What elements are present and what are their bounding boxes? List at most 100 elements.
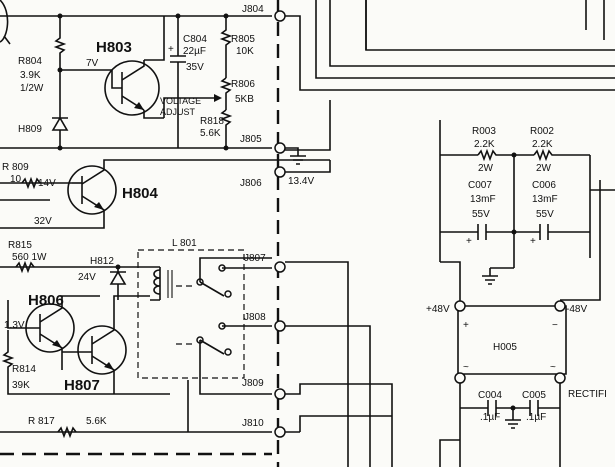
- block-right-wire: [560, 155, 615, 301]
- c006-plus: +: [530, 236, 536, 247]
- r805-value: 10K: [236, 46, 254, 57]
- harness-wire-top-right: [585, 0, 605, 40]
- harness-wire: [315, 0, 615, 79]
- r806-potentiometer: [219, 77, 233, 110]
- l801-label: L 801: [172, 238, 197, 249]
- c007-plus: +: [466, 236, 472, 247]
- c804-label: C804: [183, 34, 207, 45]
- c004-capacitor: [487, 400, 497, 416]
- relay-mechanical-link: [176, 285, 194, 345]
- h803-emitter-wire: [143, 110, 164, 119]
- h806-label: H806: [28, 292, 64, 309]
- j804-external-wire: [285, 15, 615, 91]
- rectifier-label: RECTIFI: [568, 389, 607, 400]
- r804-value: 3.9K: [20, 70, 41, 81]
- h803-base-lead: [111, 70, 122, 89]
- r806-wiper-wire: [163, 97, 218, 118]
- j807-external-wire: [285, 261, 349, 467]
- c005-capacitor: [529, 400, 539, 416]
- h005-minus: −: [552, 320, 558, 331]
- r003-label: R003: [472, 126, 496, 137]
- j804-jack: [274, 10, 286, 22]
- h806-emitter-arrow: [52, 340, 62, 348]
- r805-label: R805: [231, 34, 255, 45]
- h807-label: H807: [64, 377, 100, 394]
- j805-label: J805: [240, 134, 262, 145]
- c006-label: C006: [532, 180, 556, 191]
- h005-terminal: [454, 372, 466, 384]
- r814-resistor: [1, 330, 170, 395]
- j805-jack: [274, 142, 286, 154]
- r003-value: 2.2K: [474, 139, 495, 150]
- j807-jack: [274, 261, 286, 273]
- h807-transistor-body: [77, 325, 127, 375]
- r814-value: 39K: [12, 380, 30, 391]
- j808-label: J808: [244, 312, 266, 323]
- j804-label: J804: [242, 4, 264, 15]
- voltage-label: VOLTAGE: [160, 96, 201, 106]
- r818-resistor: [219, 109, 233, 148]
- plus48-wire: [440, 261, 461, 304]
- c004-value: .1µF: [480, 412, 500, 423]
- c804-voltage: 35V: [186, 62, 204, 73]
- r804-watt: 1/2W: [20, 83, 44, 94]
- r815-resistor: [15, 260, 35, 274]
- l801-core: [167, 270, 173, 298]
- right-bottom-wire: [439, 439, 460, 467]
- h803-collector: [121, 60, 145, 81]
- relay-switch-arms: [199, 281, 225, 355]
- j808-jack: [274, 320, 286, 332]
- ground-symbol: [285, 147, 306, 165]
- h806-collector: [39, 295, 100, 323]
- r809-resistor: [21, 176, 41, 190]
- v32-label: 32V: [34, 216, 52, 227]
- h807-emitter-arrow: [104, 362, 114, 370]
- h804-transistor-body: [67, 165, 117, 215]
- j810-external-wire: [285, 415, 392, 433]
- v13-label: 1.3V: [4, 320, 25, 331]
- j809-label: J809: [242, 378, 264, 389]
- r817-value: 5.6K: [86, 416, 107, 427]
- h005-ac-leads: [459, 383, 561, 467]
- l801-coil: [153, 269, 161, 295]
- r805-resistor: [219, 16, 233, 78]
- r818-label: R818: [200, 116, 224, 127]
- r818-value: 5.6K: [200, 128, 221, 139]
- h005-ac-left: ~: [463, 362, 469, 373]
- r817-label: R 817: [28, 416, 55, 427]
- transistor-partial-lead: [3, 35, 11, 45]
- h005-rectifier-box: [457, 305, 567, 375]
- h804-collector: [81, 159, 330, 185]
- r804-label: R804: [18, 56, 42, 67]
- j809-external-wire: [285, 383, 393, 467]
- r804-resistor: [53, 16, 67, 70]
- h804-emitter: [0, 195, 105, 229]
- c006-value: 13mF: [532, 194, 558, 205]
- harness-wire: [329, 0, 615, 67]
- block-ground: [482, 267, 514, 285]
- h005-terminal: [554, 300, 566, 312]
- c007-value: 13mF: [470, 194, 496, 205]
- h812-diode: [109, 267, 127, 300]
- relay-contact: [224, 290, 232, 298]
- h806-base-lead: [7, 300, 40, 329]
- j806-jack: [274, 166, 286, 178]
- h804-label: H804: [122, 185, 159, 202]
- r002-watt: 2W: [536, 163, 552, 174]
- r002-label: R002: [530, 126, 554, 137]
- h812-label: H812: [90, 256, 114, 267]
- harness-wire: [285, 100, 331, 151]
- r806-label: R806: [231, 79, 255, 90]
- v14-label: 14V: [38, 178, 56, 189]
- junction-dot: [510, 405, 516, 411]
- r002-value: 2.2K: [532, 139, 553, 150]
- v24-label: 24V: [78, 272, 96, 283]
- h809-zener-diode: [51, 116, 69, 131]
- h809-label: H809: [18, 124, 42, 135]
- r003-watt: 2W: [478, 163, 494, 174]
- j806-wire: [285, 160, 331, 173]
- j807-label: J807: [244, 253, 266, 264]
- c804-plus: +: [168, 44, 174, 55]
- relay-contact: [224, 348, 232, 356]
